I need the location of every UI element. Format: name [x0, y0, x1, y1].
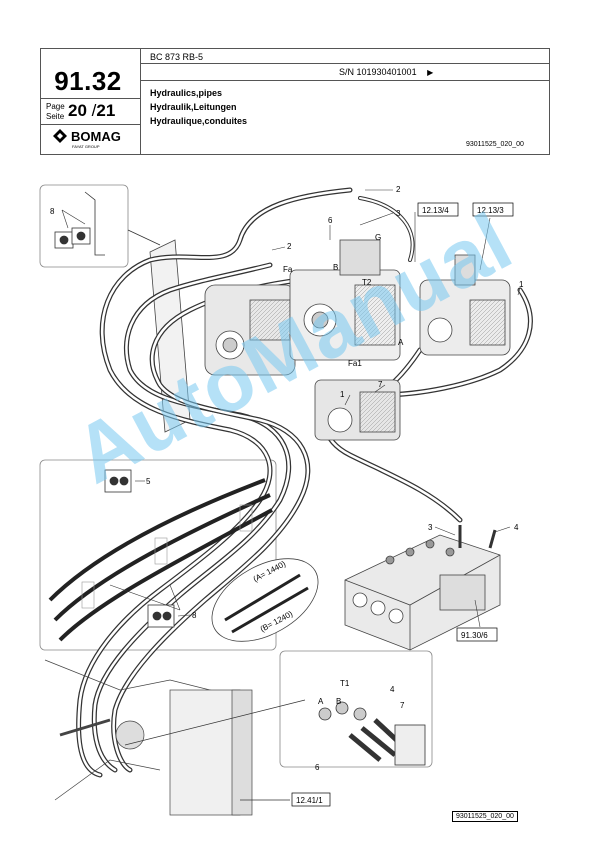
- port-fa: Fa: [283, 265, 293, 274]
- title-block: Hydraulics,pipes Hydraulik,Leitungen Hyd…: [150, 86, 247, 128]
- logo-text: BOMAG: [71, 129, 121, 144]
- page-separator: /: [91, 101, 97, 120]
- bomag-logo-icon: BOMAG FAYAT GROUP: [53, 129, 121, 149]
- header-divider-model: [140, 63, 549, 64]
- header-border-left: [40, 48, 41, 154]
- inset-clamp-brackets: [81, 504, 253, 609]
- serial-text: S/N 101930401001: [339, 67, 417, 77]
- port-a-detail: A: [318, 697, 324, 706]
- serial-number: S/N 101930401001 ▶: [339, 67, 433, 77]
- callout-7-detail: 7: [400, 701, 405, 710]
- page-current: 20: [68, 101, 87, 120]
- inset-hose-lines: [48, 478, 273, 642]
- callout-numbers: 2 3 6 2 1 1 7 8 5 8 3 4 4 7 6: [50, 185, 524, 772]
- ref-box-91-30-6: [456, 627, 498, 642]
- page-total: 21: [96, 101, 116, 120]
- callout-3-valve: 3: [428, 523, 433, 532]
- detail-hoses: [224, 573, 309, 634]
- callout-3-top: 3: [396, 209, 401, 218]
- callout-4-detail: 4: [390, 685, 395, 694]
- header-divider-serial: [140, 80, 549, 81]
- ref-12-13-3: 12.13/3: [477, 206, 504, 215]
- title-de: Hydraulik,Leitungen: [150, 102, 237, 112]
- model-name: BC 873 RB-5: [150, 52, 204, 62]
- ref-box-12-41-1: [291, 792, 331, 807]
- title-fr: Hydraulique,conduites: [150, 116, 248, 126]
- logo-subtext: FAYAT GROUP: [72, 144, 100, 149]
- pump-center: [289, 239, 401, 361]
- port-labels: Fa B G T2 Fa1 A A T1 B: [283, 233, 404, 706]
- ref-box-12-13-4: [417, 202, 459, 217]
- page-labels: Page Seite: [46, 102, 65, 122]
- pump-left: [204, 284, 296, 376]
- header-divider-number: [40, 98, 140, 99]
- page-label-en: Page: [46, 102, 65, 111]
- callout-4-valve: 4: [514, 523, 519, 532]
- header-doc-id: 93011525_020_00: [466, 141, 524, 148]
- pump-right: [419, 254, 511, 356]
- callout-7-lower: 7: [378, 380, 383, 389]
- valve-fittings: [458, 525, 497, 549]
- port-fa1: Fa1: [348, 359, 362, 368]
- pump-lower: [314, 379, 401, 441]
- reference-boxes: 12.13/4 12.13/3 91.30/6 12.41/1: [291, 202, 514, 807]
- leader-lines: [61, 189, 521, 628]
- header-divider-vertical: [140, 48, 141, 154]
- inset-valve-ports: [279, 650, 433, 768]
- callout-8-top: 8: [50, 207, 55, 216]
- header-border-top: [40, 48, 550, 49]
- port-t2: T2: [362, 278, 372, 287]
- leader-valve-detail: [124, 699, 306, 746]
- callout-1-right: 1: [519, 280, 524, 289]
- page-indicator: 20 /21: [68, 101, 115, 121]
- title-en: Hydraulics,pipes: [150, 88, 223, 98]
- callout-6-detail: 6: [315, 763, 320, 772]
- ref-box-12-13-3: [472, 202, 514, 217]
- hose-length-detail: [211, 558, 319, 642]
- callout-2-top: 2: [396, 185, 401, 194]
- clamp-detail-bottom: [104, 469, 175, 628]
- valve-ports-detail: [318, 701, 426, 766]
- port-t1-detail: T1: [340, 679, 350, 688]
- header-border-right: [549, 48, 550, 154]
- callout-1-lower: 1: [340, 390, 345, 399]
- bomag-logo: BOMAG FAYAT GROUP: [52, 128, 132, 150]
- ref-12-13-4: 12.13/4: [422, 206, 449, 215]
- footer-doc-id: 93011525_020_00: [452, 811, 518, 822]
- page-label-de: Seite: [46, 112, 65, 121]
- inset-clamp-top: [39, 184, 129, 268]
- header-divider-page: [40, 124, 140, 125]
- arrow-right-icon: ▶: [427, 68, 434, 77]
- ref-12-41-1: 12.41/1: [296, 796, 323, 805]
- clamp-detail-top: [54, 191, 161, 256]
- port-a: A: [398, 338, 404, 347]
- machine-frame: [44, 659, 253, 816]
- header-border-bottom: [40, 154, 550, 155]
- callout-6-top: 6: [328, 216, 333, 225]
- callout-8-inset: 8: [192, 611, 197, 620]
- port-b: B: [333, 263, 338, 272]
- port-b-detail: B: [336, 697, 341, 706]
- section-number: 91.32: [54, 66, 122, 96]
- port-g: G: [375, 233, 381, 242]
- inset-pipe-routing: [39, 459, 277, 651]
- callout-2-left: 2: [287, 242, 292, 251]
- control-valve-block: [344, 534, 501, 651]
- callout-5-inset: 5: [146, 477, 151, 486]
- ref-91-30-6: 91.30/6: [461, 631, 488, 640]
